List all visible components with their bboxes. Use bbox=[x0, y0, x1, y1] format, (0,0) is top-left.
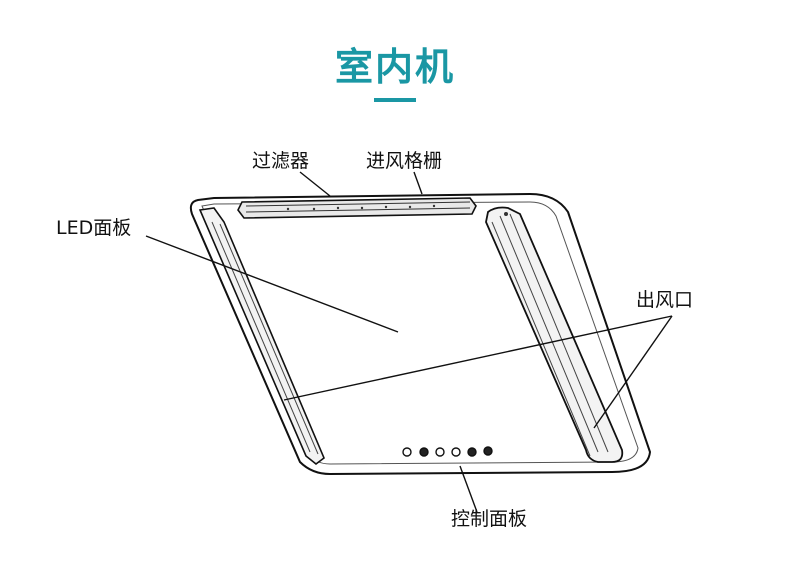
left-outlet-slot bbox=[198, 207, 325, 466]
control-button-6 bbox=[483, 446, 493, 456]
label-intake-grille: 进风格栅 bbox=[366, 150, 443, 172]
page-title: 室内机 bbox=[334, 45, 455, 89]
leader-outlet-right bbox=[593, 315, 673, 429]
grille-dots bbox=[286, 204, 436, 211]
leader-outlet-left bbox=[283, 315, 673, 401]
label-air-outlet: 出风口 bbox=[636, 289, 694, 311]
leader-led-panel bbox=[145, 235, 399, 333]
label-control-panel: 控制面板 bbox=[451, 508, 528, 530]
leader-intake-grille bbox=[413, 171, 423, 195]
control-button-4 bbox=[451, 447, 461, 457]
leader-lines bbox=[145, 171, 673, 513]
control-button-3 bbox=[435, 447, 445, 457]
label-led-panel: LED面板 bbox=[56, 217, 132, 239]
control-button-5 bbox=[467, 447, 477, 457]
control-button-2 bbox=[419, 447, 429, 457]
control-button-1 bbox=[402, 447, 412, 457]
leader-control-panel bbox=[459, 465, 478, 513]
control-panel-buttons bbox=[402, 446, 493, 457]
intake-grille-strip bbox=[237, 197, 477, 219]
title-underline bbox=[374, 98, 416, 102]
right-outlet-slot bbox=[485, 206, 624, 463]
leader-filter bbox=[299, 171, 331, 197]
label-filter: 过滤器 bbox=[252, 150, 310, 172]
